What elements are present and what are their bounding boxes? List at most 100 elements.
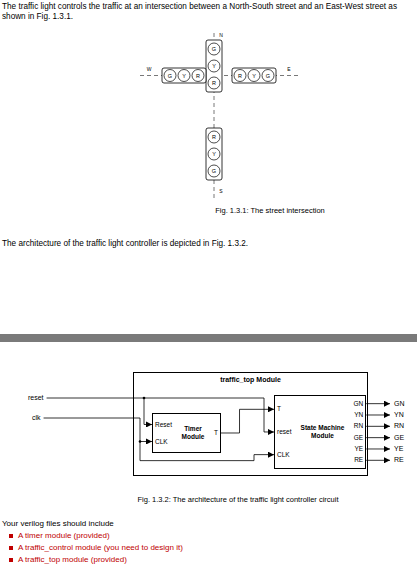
label-box: N xyxy=(219,32,223,38)
label-box: RN xyxy=(394,422,404,431)
text-label: RN xyxy=(394,422,404,431)
text-label: The architecture of the traffic light co… xyxy=(2,239,248,249)
label-box: R xyxy=(238,72,242,79)
label-box: A traffic_top module (provided) xyxy=(18,555,127,565)
label-box: R xyxy=(212,134,216,141)
label-box: The architecture of the traffic light co… xyxy=(2,239,248,249)
text-label: R xyxy=(196,72,200,79)
wire xyxy=(366,460,390,461)
signal-housing xyxy=(162,68,206,83)
signal-housing xyxy=(206,128,222,180)
text-label: R xyxy=(212,134,216,141)
label-box: RE xyxy=(394,456,404,465)
signal-lamp xyxy=(208,43,220,55)
figure-caption: Fig. 1.3.2: The architecture of the traf… xyxy=(137,495,338,504)
text-label: GN xyxy=(394,399,405,408)
caption-box: Fig. 1.3.2: The architecture of the traf… xyxy=(137,495,338,504)
signal-lamp xyxy=(192,70,204,82)
label-box: G xyxy=(212,46,216,53)
bullet xyxy=(9,558,13,562)
text-label: GE xyxy=(394,433,404,442)
port-name: reset xyxy=(277,428,291,436)
wire xyxy=(366,448,390,449)
text-label: R xyxy=(238,72,242,79)
text-label: RE xyxy=(394,456,404,465)
label-box: R xyxy=(212,80,216,87)
label-box: YE xyxy=(394,445,403,454)
wire xyxy=(366,426,390,427)
port-name: T xyxy=(214,429,218,437)
signal-lamp xyxy=(178,70,190,82)
label-box: A timer module (provided) xyxy=(18,531,110,541)
label-box: A traffic_control module (you need to de… xyxy=(18,543,183,553)
text-label: Y xyxy=(212,151,216,158)
signal-housing xyxy=(232,68,276,83)
signal-connector xyxy=(221,409,274,433)
module-box: traffic_top ModuleResetCLKTimer ModuleTT… xyxy=(133,372,368,476)
text-label: Y xyxy=(182,72,186,79)
port-column: T xyxy=(212,414,220,452)
port-name: T xyxy=(277,405,291,413)
text-label: The traffic light controls the traffic a… xyxy=(2,2,414,23)
label-box: Y xyxy=(212,63,216,70)
text-label: G xyxy=(212,168,216,175)
text-label: Your verilog files should include xyxy=(2,519,114,529)
text-label: A traffic_control module (you need to de… xyxy=(18,543,183,553)
label-box: G xyxy=(266,72,270,79)
signal-lamp xyxy=(262,70,274,82)
module-name: Timer Module xyxy=(177,425,209,441)
label-box: Y xyxy=(182,72,186,79)
label-box: The traffic light controls the traffic a… xyxy=(2,2,414,23)
port-column: TresetCLK xyxy=(275,396,293,468)
port-column: GNYNRNGEYERE xyxy=(351,396,365,468)
port-column: ResetCLK xyxy=(153,414,174,452)
label-box: G xyxy=(168,72,172,79)
port-name: GN xyxy=(353,400,363,408)
text-label: Fig. 1.3.1: The street intersection xyxy=(215,206,325,215)
bullet xyxy=(9,534,13,538)
module-name: State Machine Module xyxy=(296,424,348,440)
module-block: ResetCLKTimer Module T xyxy=(152,413,221,453)
signal-lamp xyxy=(208,148,220,160)
text-label: reset xyxy=(28,394,44,403)
signal-lamp xyxy=(208,60,220,72)
signal-lamp xyxy=(248,70,260,82)
label-box: S xyxy=(219,188,222,194)
label-box: Y xyxy=(252,72,256,79)
label-box: GN xyxy=(394,399,405,408)
label-box: R xyxy=(196,72,200,79)
signal-lamp xyxy=(208,165,220,177)
text-label: clk xyxy=(32,414,41,423)
text-label: R xyxy=(212,80,216,87)
signal-lamp xyxy=(234,70,246,82)
text-label: G xyxy=(266,72,270,79)
wire xyxy=(366,414,390,415)
signal-lamp xyxy=(164,70,176,82)
port-name: RE xyxy=(353,456,363,464)
junction-dot xyxy=(143,397,146,400)
port-column: State Machine Module xyxy=(293,396,351,468)
label-box: Your verilog files should include xyxy=(2,519,114,529)
port-name: Reset xyxy=(155,421,172,429)
port-name: GE xyxy=(353,434,363,442)
port-name: CLK xyxy=(277,451,291,459)
text-label: G xyxy=(212,46,216,53)
text-label: YE xyxy=(394,445,403,454)
label-box: YN xyxy=(394,411,404,420)
label-box: E xyxy=(287,66,290,72)
text-label: A traffic_top module (provided) xyxy=(18,555,127,565)
separator-bar xyxy=(0,334,417,342)
label-box: Fig. 1.3.1: The street intersection xyxy=(215,206,325,215)
label-box: G xyxy=(212,168,216,175)
port-name: RN xyxy=(353,422,363,430)
text-label: G xyxy=(168,72,172,79)
module-block: TresetCLKState Machine ModuleGNYNRNGEYER… xyxy=(274,395,366,469)
label-box: GE xyxy=(394,433,404,442)
port-column: Timer Module xyxy=(174,414,212,452)
wire xyxy=(366,403,390,404)
signal-lamp xyxy=(208,77,220,89)
wire xyxy=(44,418,152,441)
signal-housing xyxy=(206,40,222,92)
